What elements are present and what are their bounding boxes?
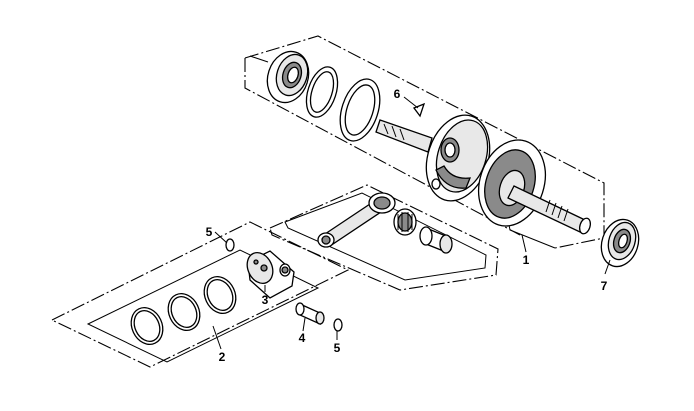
callout-6: 6 — [394, 87, 401, 101]
thrust-washer — [339, 78, 381, 142]
piston-rings — [130, 276, 237, 345]
callout-2: 2 — [219, 350, 226, 364]
callout-1: 1 — [523, 253, 530, 267]
callout-3: 3 — [262, 293, 269, 307]
crank-pin — [419, 226, 453, 254]
callout-4: 4 — [299, 331, 306, 345]
right-main-bearing — [600, 218, 640, 268]
crankshaft-left-half — [375, 114, 491, 202]
shim-washer — [305, 66, 339, 118]
crankshaft-right-half — [478, 139, 592, 235]
callout-5-upper: 5 — [206, 225, 213, 239]
piston-group-outline — [50, 221, 350, 368]
conrod-group-outline — [269, 184, 499, 291]
connecting-rod — [317, 192, 396, 248]
callout-7: 7 — [601, 279, 608, 293]
circlip-lower — [333, 318, 343, 332]
callout-5-lower: 5 — [334, 341, 341, 355]
leader-lines — [212, 96, 611, 350]
needle-bearing — [393, 208, 417, 236]
left-main-bearing — [249, 50, 310, 104]
callout-labels: 6 1 5 3 4 5 2 7 — [206, 87, 608, 364]
piston-pin — [295, 302, 325, 326]
piston — [246, 250, 295, 299]
circlip-upper — [225, 238, 235, 252]
